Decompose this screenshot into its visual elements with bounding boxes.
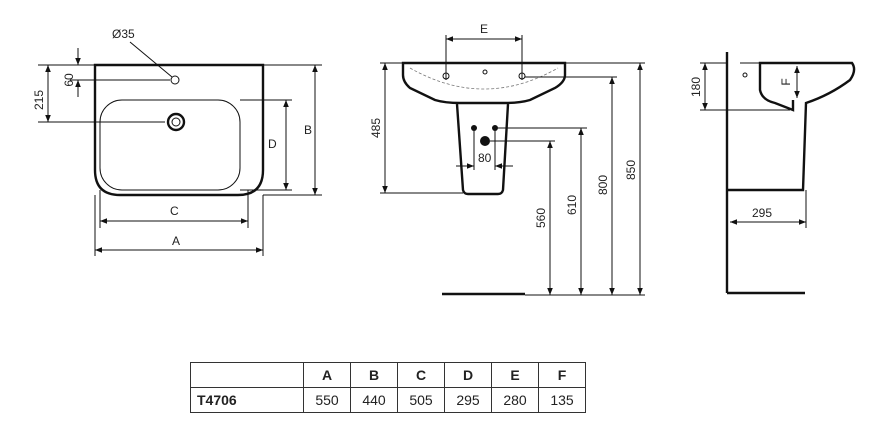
- header-cell: C: [397, 362, 445, 388]
- value-cell: 295: [444, 387, 492, 413]
- dim-560: 560: [534, 208, 548, 228]
- header-cell: A: [303, 362, 351, 388]
- front-view: Ø35 60 215 B D C A: [32, 27, 322, 256]
- header-cell: F: [538, 362, 586, 388]
- dim-E: E: [480, 22, 488, 36]
- basin-outline: [93, 63, 265, 197]
- value-cell: 440: [350, 387, 398, 413]
- header-cell: D: [444, 362, 492, 388]
- tap-hole: [170, 75, 180, 85]
- dimensions-table: A B C D E F T4706 550 440 505 295 280 13…: [190, 362, 586, 413]
- dim-A: A: [172, 234, 180, 248]
- value-cell: 550: [303, 387, 351, 413]
- value-cell: 280: [491, 387, 539, 413]
- drain-hole: [166, 112, 186, 132]
- dim-60: 60: [62, 73, 76, 87]
- hole-diameter-label: Ø35: [112, 27, 135, 41]
- header-cell: [190, 362, 304, 388]
- table-header-row: A B C D E F: [190, 362, 586, 388]
- value-cell: 505: [397, 387, 445, 413]
- table-row: T4706 550 440 505 295 280 135: [190, 387, 586, 413]
- dim-B: B: [304, 123, 312, 137]
- elevation-view: E 80 485 850 800 610 560: [369, 22, 645, 296]
- dim-F: F: [779, 78, 793, 85]
- dim-80: 80: [478, 151, 492, 165]
- basin-bowl: [99, 99, 241, 191]
- header-cell: B: [350, 362, 398, 388]
- dim-485: 485: [369, 118, 383, 138]
- dim-215: 215: [32, 90, 46, 110]
- header-cell: E: [491, 362, 539, 388]
- side-view: 180 F 295: [689, 52, 856, 295]
- dim-180: 180: [689, 77, 703, 97]
- dim-C: C: [170, 204, 179, 218]
- model-cell: T4706: [190, 387, 304, 413]
- dim-D: D: [268, 137, 277, 151]
- basin-elevation: [401, 61, 567, 105]
- dim-800: 800: [596, 175, 610, 195]
- dim-850: 850: [624, 160, 638, 180]
- pedestal: [455, 103, 510, 196]
- value-cell: 135: [538, 387, 586, 413]
- basin-side: [727, 61, 856, 192]
- dim-295: 295: [752, 206, 772, 220]
- dim-610: 610: [565, 195, 579, 215]
